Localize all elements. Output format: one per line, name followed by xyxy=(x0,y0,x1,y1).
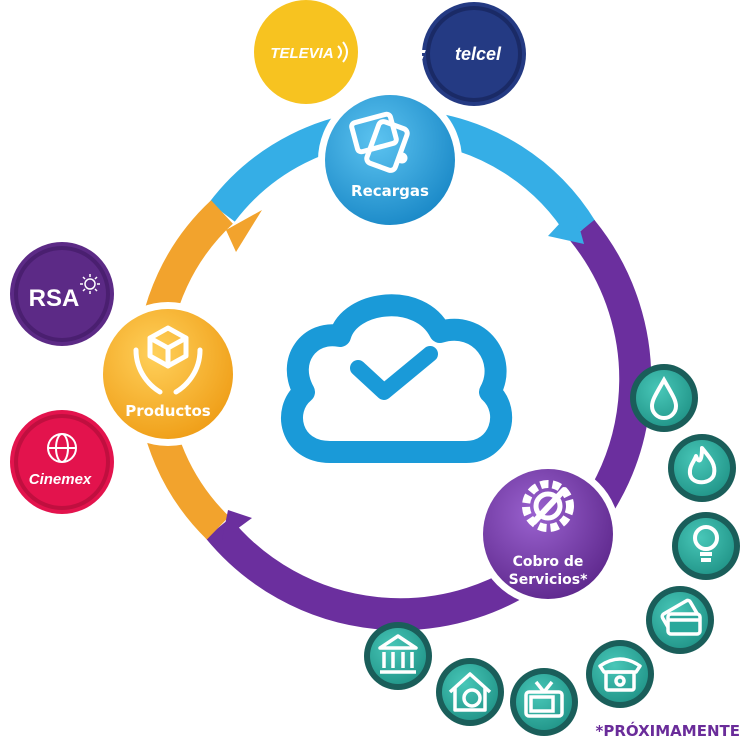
bank-icon xyxy=(378,634,418,674)
hub-recargas[interactable]: Recargas xyxy=(318,88,462,232)
flame-icon xyxy=(687,446,717,485)
service-gas[interactable] xyxy=(668,434,736,502)
logo-telcel[interactable]: telcel xyxy=(414,2,526,106)
service-phone[interactable] xyxy=(586,640,654,708)
service-bank[interactable] xyxy=(364,622,432,690)
hub-cobro-label-line1: Cobro de xyxy=(513,554,584,570)
lightbulb-icon xyxy=(693,525,719,562)
service-card[interactable] xyxy=(646,586,714,654)
ring-arrow-blue xyxy=(548,208,584,244)
rsa-logo-text: RSA xyxy=(29,285,80,312)
footnote-proximamente: *PRÓXIMAMENTE xyxy=(596,721,741,740)
signal-waves-icon xyxy=(337,41,348,63)
service-water[interactable] xyxy=(630,364,698,432)
logo-cinemex[interactable]: Cinemex xyxy=(10,410,114,514)
service-mortgage[interactable] xyxy=(436,658,504,726)
hub-productos[interactable]: Productos xyxy=(96,302,240,446)
hands-box-icon xyxy=(133,325,203,395)
logo-televia[interactable]: TELEVIA xyxy=(254,0,358,104)
logo-rsa[interactable]: RSA xyxy=(10,242,114,346)
sun-burst-icon xyxy=(80,274,100,294)
telcel-logo-text: telcel xyxy=(455,44,502,64)
service-electricity[interactable] xyxy=(672,512,740,580)
cinemex-logo-text: Cinemex xyxy=(29,471,92,488)
ring-arrow-purple xyxy=(222,510,252,540)
ring-arrow-orange xyxy=(226,210,262,252)
globe-icon xyxy=(47,433,77,463)
televia-logo-text: TELEVIA xyxy=(270,45,333,62)
hub-recargas-label: Recargas xyxy=(351,182,429,200)
credit-card-icon xyxy=(660,598,702,636)
phone-card-icon xyxy=(349,111,410,173)
television-icon xyxy=(524,680,564,718)
hub-cobro-label-line2: Servicios* xyxy=(509,572,588,588)
telephone-icon xyxy=(598,657,642,692)
house-dollar-icon xyxy=(448,672,492,712)
telcel-bars-icon xyxy=(414,50,426,59)
service-tv[interactable] xyxy=(510,668,578,736)
hub-productos-label: Productos xyxy=(125,402,210,420)
water-drop-icon xyxy=(649,375,679,420)
hub-cobro-servicios[interactable]: Cobro de Servicios* xyxy=(476,462,620,606)
gear-wrench-icon xyxy=(522,480,574,532)
cloud-check-icon xyxy=(281,294,513,463)
